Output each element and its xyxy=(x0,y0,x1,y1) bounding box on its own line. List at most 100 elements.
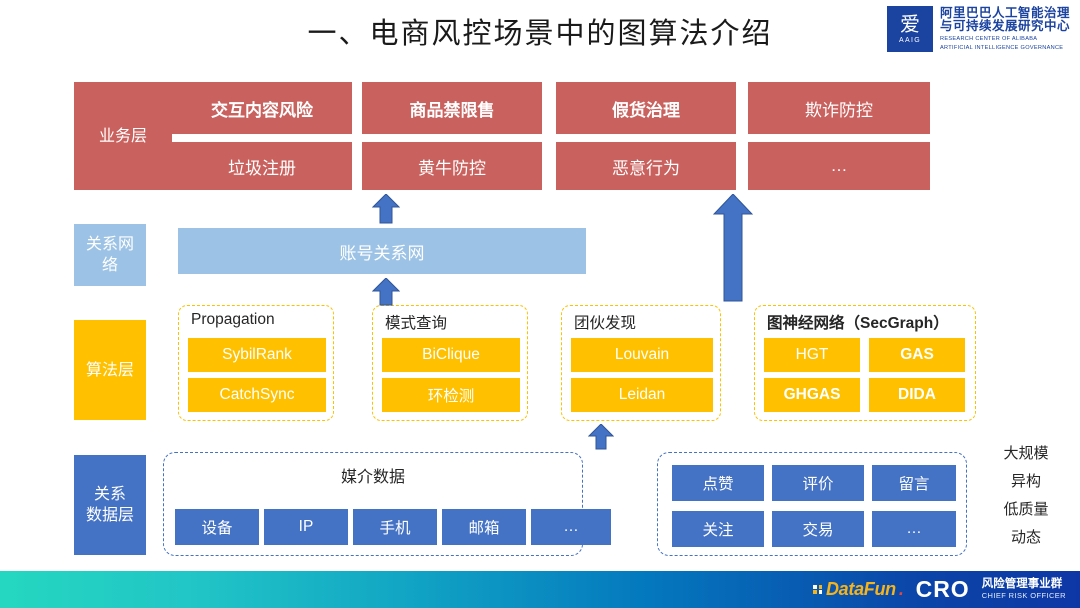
data-chip-ip[interactable]: IP xyxy=(264,509,348,545)
aaig-logo-text: 阿里巴巴人工智能治理 与可持续发展研究中心 RESEARCH CENTER OF… xyxy=(939,5,1070,52)
algo-chip-dida[interactable]: DIDA xyxy=(869,378,965,412)
side-note-heterogeneous: 异构 xyxy=(1010,473,1041,490)
cro-cn-label: 风险管理事业群 xyxy=(981,578,1063,590)
data-chip-label: IP xyxy=(298,518,314,535)
data-chip-transaction[interactable]: 交易 xyxy=(772,511,864,547)
algo-group-pattern-query: 模式查询 BiClique 环检测 xyxy=(372,305,528,421)
algo-chip-label: Louvain xyxy=(614,346,670,363)
data-chip-more[interactable]: … xyxy=(872,511,956,547)
layer-label-algorithm-text: 算法层 xyxy=(85,361,134,379)
datafun-logo: DataFun . xyxy=(813,579,904,600)
business-cell-label: 垃圾注册 xyxy=(228,158,296,178)
algo-chip-catchsync[interactable]: CatchSync xyxy=(188,378,326,412)
algo-chip-leidan[interactable]: Leidan xyxy=(571,378,713,412)
aaig-en-line1: RESEARCH CENTER OF ALIBABA xyxy=(939,35,1038,42)
data-group-behavior: 点赞 评价 留言 关注 交易 … xyxy=(657,452,967,556)
data-chip-label: 手机 xyxy=(379,520,411,537)
data-chip-label: … xyxy=(563,518,579,535)
arrow-algorithm-to-network xyxy=(372,278,400,306)
business-cell-label: 商品禁限售 xyxy=(409,100,495,120)
data-chip-email[interactable]: 邮箱 xyxy=(442,509,526,545)
data-chip-label: 留言 xyxy=(898,476,930,493)
data-group-media-title: 媒介数据 xyxy=(340,469,405,486)
algo-chip-biclique[interactable]: BiClique xyxy=(382,338,520,372)
arrow-data-to-algorithm xyxy=(588,424,614,450)
algo-group-title: 模式查询 xyxy=(385,315,448,332)
account-relation-network-bar[interactable]: 账号关系网 xyxy=(178,228,586,274)
aaig-glyph-icon: 爱 xyxy=(899,13,920,36)
side-note-large-scale: 大规模 xyxy=(1003,445,1049,462)
business-cell-fraud[interactable]: 欺诈防控 xyxy=(748,82,930,134)
layer-label-network-line1: 关系网 xyxy=(85,236,134,253)
layer-label-algorithm: 算法层 xyxy=(74,320,146,420)
business-cell-label: 黄牛防控 xyxy=(418,158,486,178)
side-note-low-quality: 低质量 xyxy=(1003,501,1049,518)
algo-chip-label: GHGAS xyxy=(783,386,841,403)
account-relation-network-label: 账号关系网 xyxy=(339,243,425,263)
arrow-network-to-business xyxy=(372,194,400,224)
aaig-logo: 爱 AAIG 阿里巴巴人工智能治理 与可持续发展研究中心 RESEARCH CE… xyxy=(886,5,1070,52)
business-cell-label: 假货治理 xyxy=(612,100,680,120)
data-chip-label: 点赞 xyxy=(702,476,734,493)
footer-brands: DataFun . CRO 风险管理事业群 CHIEF RISK OFFICER xyxy=(813,571,1066,608)
data-chip-review[interactable]: 评价 xyxy=(772,465,864,501)
side-note-dynamic: 动态 xyxy=(1010,529,1041,546)
business-cell-scalper[interactable]: 黄牛防控 xyxy=(362,142,542,190)
datafun-dot: . xyxy=(898,579,904,599)
business-cell-more[interactable]: … xyxy=(748,142,930,190)
data-chip-label: 关注 xyxy=(702,522,734,539)
arrow-secgraph-to-business xyxy=(713,194,753,302)
data-chip-label: 评价 xyxy=(802,476,834,493)
algo-chip-sybilrank[interactable]: SybilRank xyxy=(188,338,326,372)
algo-chip-label: CatchSync xyxy=(219,386,295,403)
datafun-label: DataFun xyxy=(825,579,896,599)
data-chip-label: 设备 xyxy=(201,520,233,537)
business-cell-label: 恶意行为 xyxy=(612,158,680,178)
algo-chip-label: GAS xyxy=(900,346,934,363)
aaig-en-line2: ARTIFICIAL INTELLIGENCE GOVERNANCE xyxy=(939,44,1064,51)
algo-chip-ghgas[interactable]: GHGAS xyxy=(764,378,860,412)
footer-bar: DataFun . CRO 风险管理事业群 CHIEF RISK OFFICER xyxy=(0,571,1080,608)
data-chip-message[interactable]: 留言 xyxy=(872,465,956,501)
data-group-media: 媒介数据 设备 IP 手机 邮箱 … xyxy=(163,452,611,556)
aaig-abbr: AAIG xyxy=(899,36,921,44)
business-cell-malicious[interactable]: 恶意行为 xyxy=(556,142,736,190)
page-title: 一、电商风控场景中的图算法介绍 xyxy=(307,18,773,50)
algo-chip-cycle-detection[interactable]: 环检测 xyxy=(382,378,520,412)
data-chip-label: … xyxy=(906,520,922,537)
algo-group-title: Propagation xyxy=(191,311,275,328)
side-notes: 大规模 异构 低质量 动态 xyxy=(978,440,1074,552)
business-cell-spam-register[interactable]: 垃圾注册 xyxy=(172,142,352,190)
business-cell-interaction-risk[interactable]: 交互内容风险 xyxy=(172,82,352,134)
business-cell-product-ban[interactable]: 商品禁限售 xyxy=(362,82,542,134)
business-cell-counterfeit[interactable]: 假货治理 xyxy=(556,82,736,134)
aaig-cn-line1: 阿里巴巴人工智能治理 xyxy=(939,5,1070,20)
data-chip-more[interactable]: … xyxy=(531,509,611,545)
layer-label-data-line2: 数据层 xyxy=(85,507,134,524)
algo-chip-label: DIDA xyxy=(898,386,936,403)
data-chip-label: 邮箱 xyxy=(468,520,500,537)
cro-text: 风险管理事业群 CHIEF RISK OFFICER xyxy=(982,578,1066,601)
layer-label-data: 关系 数据层 xyxy=(74,455,146,555)
layer-label-data-line1: 关系 xyxy=(93,486,126,503)
algo-chip-label: SybilRank xyxy=(222,346,292,363)
aaig-cn-line2: 与可持续发展研究中心 xyxy=(939,19,1070,33)
algo-group-title: 团伙发现 xyxy=(574,315,637,332)
algo-chip-label: 环检测 xyxy=(427,388,475,405)
algo-chip-gas[interactable]: GAS xyxy=(869,338,965,372)
algo-chip-louvain[interactable]: Louvain xyxy=(571,338,713,372)
data-chip-label: 交易 xyxy=(802,522,834,539)
business-cell-label: … xyxy=(830,156,848,175)
algo-chip-hgt[interactable]: HGT xyxy=(764,338,860,372)
data-chip-like[interactable]: 点赞 xyxy=(672,465,764,501)
aaig-logo-mark: 爱 AAIG xyxy=(886,6,933,52)
data-chip-device[interactable]: 设备 xyxy=(175,509,259,545)
algo-chip-label: HGT xyxy=(795,346,829,363)
algo-chip-label: BiClique xyxy=(422,346,480,363)
layer-label-business: 业务层 xyxy=(74,82,172,190)
layer-label-business-text: 业务层 xyxy=(98,127,147,145)
data-chip-follow[interactable]: 关注 xyxy=(672,511,764,547)
data-chip-phone[interactable]: 手机 xyxy=(353,509,437,545)
layer-label-network: 关系网 络 xyxy=(74,224,146,286)
